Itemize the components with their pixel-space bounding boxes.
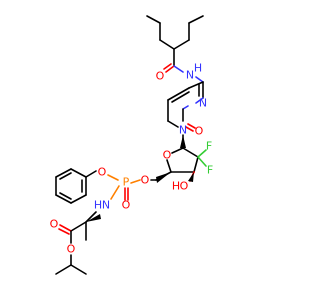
atom-h-amine: H <box>94 199 102 212</box>
bond-f-side <box>197 156 207 167</box>
wedge-calpha <box>86 214 101 222</box>
bond-n-ring <box>195 76 204 83</box>
bond-sugar-1 <box>182 147 199 158</box>
atom-o-carbonyl: O <box>195 125 204 138</box>
bond-phenyl-d3 <box>59 172 72 180</box>
bond-amide-co-a <box>165 65 175 73</box>
bond-phenyl-2 <box>70 194 87 204</box>
atom-f-top: F <box>206 140 212 153</box>
bond-ring-7 <box>167 87 190 101</box>
structure-svg: O N H N N O F F O O H O P O O H N O O <box>50 15 214 275</box>
atom-n-amine: N <box>102 199 110 212</box>
atom-h-amide: H <box>194 62 202 75</box>
bond-sugar-5 <box>171 147 184 154</box>
atom-o-furanose: O <box>163 149 172 162</box>
bond-phenyl-link <box>85 170 97 178</box>
bond-sugar-4 <box>166 159 172 173</box>
bond-p-n <box>110 185 120 200</box>
bond-ring-7-double <box>171 91 190 103</box>
bond-chainA3 <box>159 39 175 50</box>
atom-f-side: F <box>207 164 213 177</box>
atom-o-phenoxy: O <box>98 166 107 179</box>
atom-o-amide: O <box>156 70 165 83</box>
bond-n-calpha <box>85 211 97 223</box>
bond-chainA1 <box>146 15 161 24</box>
bond-calpha-co <box>70 221 87 232</box>
bond-amide-co-b <box>163 63 172 70</box>
bond-o-p <box>130 179 141 184</box>
wedge-anomeric <box>180 135 186 148</box>
bond-ring-3 <box>182 105 189 110</box>
bond-ring-co-b <box>187 123 196 129</box>
atom-n-amide: N <box>186 69 194 82</box>
atom-o-ester-carbonyl: O <box>50 218 59 231</box>
bond-ester-co-b <box>58 228 70 235</box>
wedge-c3 <box>188 172 194 182</box>
atom-n-ring-top: N <box>199 97 207 110</box>
bond-p-ophenyl <box>107 174 119 181</box>
atom-o-ester: O <box>67 243 76 256</box>
bond-chainB1 <box>188 15 204 24</box>
wedge-c4 <box>156 172 171 183</box>
atom-n-ring-bottom: N <box>179 124 187 137</box>
atom-o-ester-link: O <box>141 174 150 187</box>
bond-amide-cn <box>173 65 184 73</box>
bond-sugar-2 <box>193 156 199 173</box>
bond-layer <box>55 15 207 275</box>
atom-h-hydroxyl: H <box>172 180 180 193</box>
atom-o-hydroxyl: O <box>180 180 189 193</box>
bond-ring-co-a <box>185 126 194 132</box>
bond-phenyl-3 <box>55 194 72 204</box>
bond-chainB3 <box>173 39 190 50</box>
bond-ring-5 <box>167 120 179 128</box>
bond-ring-8 <box>188 81 204 89</box>
atom-o-phosphoryl: O <box>122 199 131 212</box>
atom-layer: O N H N N O F F O O H O P O O H N O O <box>50 62 214 256</box>
molecule-diagram: O N H N N O F F O O H O P O O H N O O <box>49 15 214 275</box>
bond-ring-2 <box>195 97 204 104</box>
bond-phenyl-5 <box>55 168 72 178</box>
bond-isopropyl-1 <box>55 264 72 275</box>
bond-f-top <box>197 149 207 158</box>
atom-p: P <box>123 176 130 189</box>
bond-ester-co-a <box>59 224 72 232</box>
bond-phenyl-d2 <box>59 192 72 200</box>
bond-phenyl-6 <box>70 168 87 178</box>
bond-isopropyl-2 <box>70 264 87 275</box>
